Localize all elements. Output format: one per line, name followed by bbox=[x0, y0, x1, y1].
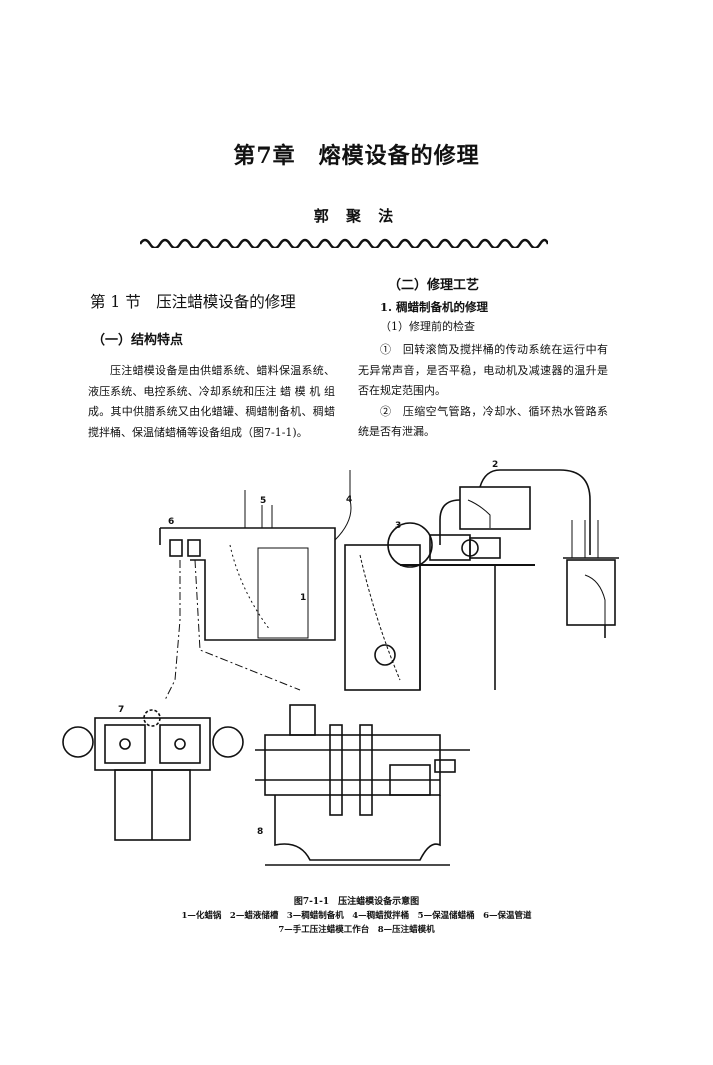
chapter-title: 第7章 熔模设备的修理 bbox=[233, 143, 480, 169]
manual-wax-injection-bench bbox=[62, 709, 244, 841]
small-warm-tank bbox=[563, 520, 619, 638]
diagram-label-6: 6 bbox=[168, 517, 174, 527]
diagram-label-2: 2 bbox=[492, 460, 498, 470]
paragraph-line: ② 压缩空气管路，冷却水、循环热水管路系 bbox=[380, 404, 608, 418]
figure-caption: 图7-1-1 压注蜡模设备示意图 bbox=[293, 897, 420, 907]
figure-legend-line-1: 1—化蜡锅 2—蜡液储槽 3—稠蜡制备机 4—稠蜡搅拌桶 5—保温储蜡桶 6—保… bbox=[181, 911, 532, 921]
melting-pot bbox=[159, 490, 336, 641]
paragraph-line: 压注蜡模设备是由供蜡系统、蜡料保温系统、 bbox=[110, 364, 335, 377]
paragraph-line: 统是否有泄漏。 bbox=[358, 425, 435, 438]
section-title: 第 1 节 压注蜡模设备的修理 bbox=[90, 293, 296, 311]
figure-legend-line-2: 7—手工压注蜡模工作台 8—压注蜡模机 bbox=[278, 925, 435, 935]
wax-liquid-tank bbox=[439, 469, 591, 555]
decorative-divider bbox=[140, 238, 548, 248]
equipment-diagram: 7 2 3 4 5 6 8 1 bbox=[62, 460, 619, 866]
paragraph-line: 否在规定范围内。 bbox=[358, 384, 446, 397]
paragraph-line: ① 回转滚筒及搅拌桶的传动系统在运行中有 bbox=[380, 343, 608, 356]
author: 郭 聚 法 bbox=[313, 207, 400, 225]
paragraph-line: 搅拌桶、保温储蜡桶等设备组成（图7-1-1)。 bbox=[88, 425, 308, 439]
diagram-label-5: 5 bbox=[260, 496, 266, 506]
diagram-label-8: 8 bbox=[257, 827, 263, 837]
subsection-repair: （二）修理工艺 bbox=[388, 278, 480, 293]
wax-injection-machine bbox=[255, 704, 470, 866]
structure-paragraph: 压注蜡模设备是由供蜡系统、蜡料保温系统、 液压系统、电控系统、冷却系统和压注 蜡… bbox=[88, 361, 335, 443]
diagram-label-1: 1 bbox=[300, 593, 306, 603]
diagram-label-3: 3 bbox=[395, 521, 401, 531]
diagram-label-7: 7 bbox=[118, 705, 124, 715]
inspection-paragraph: ① 回转滚筒及搅拌桶的传动系统在运行中有 无异常声音，是否平稳，电动机及减速器的… bbox=[358, 340, 608, 443]
item-heading: 1. 稠蜡制备机的修理 bbox=[380, 300, 489, 314]
subsection-structure: （一）结构特点 bbox=[92, 333, 184, 348]
paragraph-line: 无异常声音，是否平稳，电动机及减速器的温升是 bbox=[358, 363, 608, 377]
diagram-label-4: 4 bbox=[346, 495, 352, 505]
sub-item: （1）修理前的检查 bbox=[380, 320, 475, 333]
paragraph-line: 液压系统、电控系统、冷却系统和压注 蜡 模 机 组 bbox=[88, 384, 335, 398]
paragraph-line: 成。其中供腊系统又由化蜡罐、稠蜡制备机、稠蜡 bbox=[88, 405, 335, 418]
thick-wax-preparation-machine bbox=[387, 522, 535, 690]
